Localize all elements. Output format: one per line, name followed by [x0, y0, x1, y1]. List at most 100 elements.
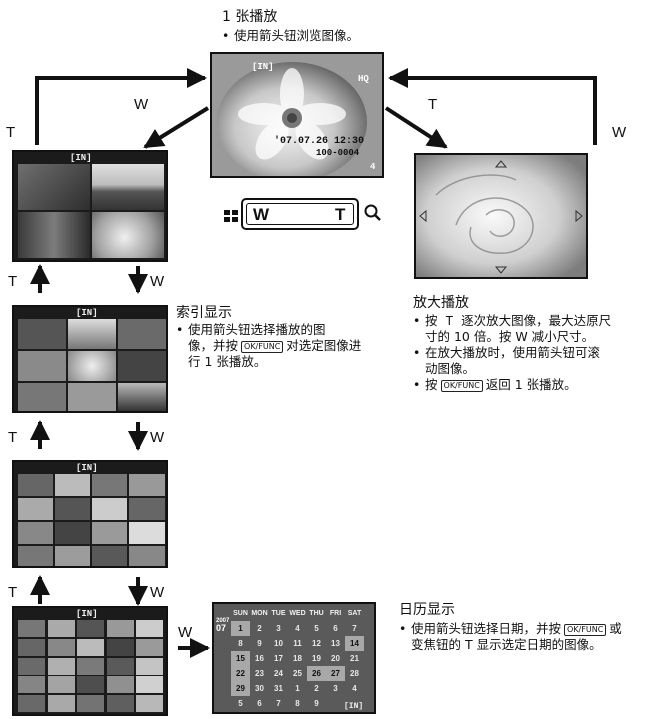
- close-up-bullet-1: 按 T 逐次放大图像，最大达原尺 寸的 10 倍。按 W 减小尺寸。: [413, 313, 665, 345]
- calendar-day[interactable]: 31: [274, 684, 283, 693]
- thumbnail: [92, 474, 127, 496]
- calendar-day[interactable]: 10: [274, 639, 283, 648]
- calendar-day[interactable]: 4: [295, 624, 300, 633]
- arrow-label-t1: T: [8, 273, 18, 290]
- thumbnail: [136, 695, 164, 713]
- calendar-day[interactable]: 1: [295, 684, 300, 693]
- arrow-label-right-w: W: [612, 124, 627, 141]
- thumbnail: [92, 546, 127, 566]
- quality-badge: HQ: [358, 74, 369, 84]
- index-screen-9: [IN]: [12, 305, 168, 413]
- thumbnail: [55, 546, 90, 566]
- calendar-day[interactable]: 20: [331, 654, 340, 663]
- thumbnail: [18, 546, 53, 566]
- thumbnail: [129, 498, 165, 520]
- calendar-day[interactable]: 22: [231, 666, 250, 681]
- calendar-day[interactable]: 16: [255, 654, 264, 663]
- close-up-bullet-2: 在放大播放时，使用箭头钮可滚 动图像。: [413, 345, 665, 377]
- calendar-day[interactable]: 4: [352, 684, 357, 693]
- thumbnail: [77, 657, 105, 675]
- calendar-day[interactable]: 18: [293, 654, 302, 663]
- thumbnail: [106, 676, 134, 694]
- calendar-day[interactable]: 28: [350, 669, 359, 678]
- memory-badge: [IN]: [344, 702, 364, 711]
- thumbnail: [18, 676, 45, 694]
- calendar-day[interactable]: 11: [293, 639, 302, 648]
- close-up-bullets: 按 T 逐次放大图像，最大达原尺 寸的 10 倍。按 W 减小尺寸。 在放大播放…: [413, 313, 665, 393]
- calendar-day[interactable]: 24: [274, 669, 283, 678]
- calendar-day[interactable]: 9: [257, 639, 262, 648]
- memory-badge: [IN]: [76, 308, 98, 318]
- rose-closeup-photo: [416, 155, 586, 277]
- calendar-day[interactable]: 6: [257, 699, 262, 708]
- thumbnail: [55, 474, 90, 496]
- calendar-day[interactable]: 3: [276, 624, 281, 633]
- calendar-week: 5 6 7 8 9: [231, 696, 364, 711]
- calendar-day[interactable]: 25: [293, 669, 302, 678]
- calendar-day[interactable]: 14: [345, 636, 364, 651]
- calendar-day[interactable]: 29: [231, 681, 250, 696]
- memory-badge: [IN]: [252, 62, 274, 72]
- thumbnail: [136, 676, 164, 694]
- calendar-day[interactable]: 23: [255, 669, 264, 678]
- arrow-label-t2: T: [8, 429, 18, 446]
- calendar-day[interactable]: 30: [255, 684, 264, 693]
- calendar-day[interactable]: 19: [312, 654, 321, 663]
- thumbnail: [18, 319, 66, 349]
- weekday-tue: TUE: [271, 610, 286, 617]
- thumbnail: [47, 676, 75, 694]
- thumbnail: [106, 657, 134, 675]
- thumbnail: [77, 695, 105, 713]
- thumbnail: [77, 638, 105, 656]
- calendar-day[interactable]: 26: [307, 666, 326, 681]
- arrow-label-w3: W: [150, 584, 165, 601]
- calendar-day[interactable]: 6: [333, 624, 338, 633]
- thumbnail: [106, 620, 134, 637]
- thumbnail: [136, 657, 164, 675]
- thumbnail: [118, 383, 166, 411]
- calendar-day[interactable]: 8: [238, 639, 243, 648]
- calendar-day[interactable]: 27: [326, 666, 345, 681]
- arrow-label-right-t: T: [428, 96, 438, 113]
- weekday-sat: SAT: [347, 610, 362, 617]
- thumbnail: [18, 620, 45, 637]
- weekday-wed: WED: [289, 610, 306, 617]
- frame-number: 4: [370, 162, 376, 172]
- thumbnail: [92, 522, 127, 544]
- calendar-day[interactable]: 2: [257, 624, 262, 633]
- calendar-day[interactable]: 1: [231, 621, 250, 636]
- memory-badge: [IN]: [76, 463, 98, 473]
- calendar-display-title: 日历显示: [399, 602, 455, 618]
- calendar-week: 29 30 31 1 2 3 4: [231, 681, 364, 696]
- zoom-lever[interactable]: W T: [241, 198, 359, 230]
- arrow-label-w2: W: [150, 429, 165, 446]
- calendar-day[interactable]: 8: [295, 699, 300, 708]
- calendar-day[interactable]: 9: [314, 699, 319, 708]
- single-playback-title: 1 张播放: [222, 9, 278, 25]
- index-screen-4: [IN]: [12, 150, 168, 262]
- thumbnail: [18, 695, 45, 713]
- calendar-day[interactable]: 12: [312, 639, 321, 648]
- flower-photo: [212, 54, 382, 176]
- calendar-day[interactable]: 7: [276, 699, 281, 708]
- calendar-day: [326, 696, 345, 711]
- calendar-day[interactable]: 3: [333, 684, 338, 693]
- calendar-day[interactable]: 13: [331, 639, 340, 648]
- calendar-day[interactable]: 2: [314, 684, 319, 693]
- thumbnail: [18, 638, 45, 656]
- magnifier-icon: [364, 204, 382, 226]
- calendar-day[interactable]: 7: [352, 624, 357, 633]
- calendar-day[interactable]: 5: [314, 624, 319, 633]
- calendar-day[interactable]: 17: [274, 654, 283, 663]
- memory-badge: [IN]: [76, 609, 98, 619]
- calendar-day[interactable]: 15: [231, 651, 250, 666]
- calendar-day[interactable]: 5: [238, 699, 243, 708]
- calendar-day[interactable]: 21: [350, 654, 359, 663]
